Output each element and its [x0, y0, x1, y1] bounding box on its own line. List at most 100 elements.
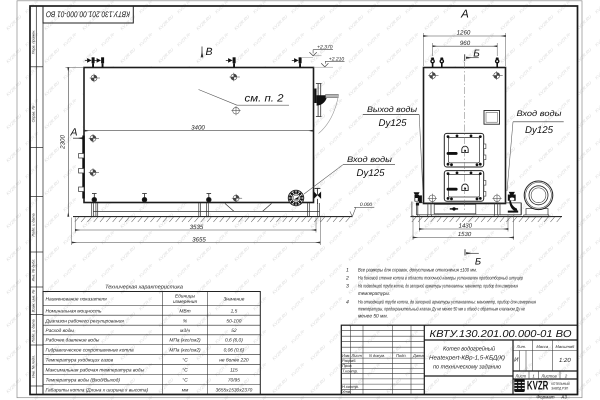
svg-text:мм: мм: [182, 389, 189, 394]
svg-text:менее 50 мм.: менее 50 мм.: [358, 313, 388, 319]
svg-text:А: А: [460, 9, 469, 21]
svg-text:1,5: 1,5: [231, 309, 238, 315]
svg-text:Подп. и дата: Подп. и дата: [32, 213, 36, 236]
svg-text:50-100: 50-100: [226, 318, 241, 324]
svg-text:3: 3: [346, 283, 349, 289]
svg-text:На подводящей трубе котла, до: На подводящей трубе котла, до запорной а…: [358, 283, 518, 289]
svg-text:Dу125: Dу125: [525, 125, 554, 136]
svg-text:Heatexpert-КВр-1,5-КБД(К): Heatexpert-КВр-1,5-КБД(К): [429, 355, 505, 362]
svg-text:3655: 3655: [192, 236, 206, 243]
svg-text:Все размеры для справок, допус: Все размеры для справок, допустимые откл…: [358, 268, 477, 274]
svg-text:KVZR: KVZR: [527, 378, 548, 392]
svg-text:°С: °С: [182, 378, 188, 384]
svg-text:1260: 1260: [457, 30, 471, 37]
svg-text:%: %: [183, 318, 188, 324]
svg-text:Взам. инв. №: Взам. инв. №: [32, 290, 36, 313]
svg-text:температуры, предохранительный: температуры, предохранительный клапан Ду…: [358, 306, 525, 312]
svg-text:Масса: Масса: [536, 344, 549, 349]
svg-text:°С: °С: [182, 358, 188, 364]
svg-text:по техническому заданию: по техническому заданию: [433, 364, 501, 371]
svg-text:1430: 1430: [459, 223, 473, 230]
svg-text:Б: Б: [475, 257, 481, 268]
svg-text:Гидравлическое сопротивление к: Гидравлическое сопротивление котла: [46, 348, 134, 354]
svg-text:МПа (кгс/см2): МПа (кгс/см2): [169, 338, 201, 344]
svg-text:В: В: [205, 46, 212, 58]
svg-text:см. п. 2: см. п. 2: [245, 92, 284, 104]
svg-text:Утв.: Утв.: [342, 389, 351, 394]
svg-text:Вход воды: Вход воды: [517, 109, 562, 118]
svg-text:Температура воды (Вход/Выход): Температура воды (Вход/Выход): [46, 378, 121, 384]
svg-text:1: 1: [532, 374, 534, 379]
svg-text:И: И: [514, 357, 519, 364]
svg-text:Техническая характеристика: Техническая характеристика: [105, 285, 183, 291]
svg-text:Подп.: Подп.: [396, 353, 407, 358]
svg-text:Масштаб: Масштаб: [556, 344, 575, 349]
svg-text:ЗАВОД РЭП: ЗАВОД РЭП: [551, 386, 568, 390]
svg-text:Dу125: Dу125: [357, 168, 386, 179]
svg-text:Рабочее давление воды: Рабочее давление воды: [46, 338, 100, 344]
svg-text:Диапазон рабочего регулировани: Диапазон рабочего регулирования: [45, 318, 125, 324]
svg-text:не более 220: не более 220: [219, 358, 249, 364]
svg-text:2: 2: [564, 374, 568, 379]
svg-text:Формат: Формат: [536, 394, 554, 399]
svg-text:0.000: 0.000: [360, 202, 373, 208]
svg-text:Лит.: Лит.: [516, 344, 526, 349]
svg-text:Дата: Дата: [412, 353, 424, 358]
svg-text:70/95: 70/95: [228, 378, 240, 384]
svg-text:измерения: измерения: [173, 300, 197, 305]
svg-text:КВТУ.130.201.00.000-01 ВО: КВТУ.130.201.00.000-01 ВО: [430, 329, 572, 340]
svg-text:1: 1: [346, 268, 349, 274]
svg-text:Справ. №: Справ. №: [32, 106, 36, 123]
svg-text:КОТЕЛЬНЫЙ: КОТЕЛЬНЫЙ: [551, 381, 570, 386]
svg-text:Перв. примен.: Перв. примен.: [32, 30, 36, 55]
svg-text:3655х1530х2370: 3655х1530х2370: [215, 388, 252, 394]
svg-text:3535: 3535: [190, 224, 204, 231]
svg-text:Температура уходящих газов: Температура уходящих газов: [46, 358, 114, 364]
svg-text:0,06 (0,6): 0,06 (0,6): [224, 348, 245, 354]
svg-text:Б: Б: [473, 49, 480, 60]
svg-text:3400: 3400: [191, 124, 205, 131]
svg-text:Инв. № подл.: Инв. № подл.: [32, 355, 36, 378]
svg-text:температуры.: температуры.: [358, 291, 390, 297]
svg-text:А3: А3: [560, 394, 567, 399]
svg-text:1530: 1530: [458, 231, 472, 238]
svg-text:Н.контр.: Н.контр.: [342, 384, 359, 389]
svg-text:На отводящей трубе котла, до з: На отводящей трубе котла, до запорной ар…: [358, 299, 536, 305]
svg-text:Единицы: Единицы: [175, 294, 196, 300]
svg-text:+2.210: +2.210: [329, 56, 345, 62]
svg-text:2: 2: [345, 276, 349, 282]
svg-text:Листов: Листов: [540, 374, 557, 379]
svg-text:Максимальная рабочая температу: Максимальная рабочая температура воды: [46, 368, 145, 374]
svg-text:Лист: Лист: [514, 374, 526, 379]
svg-text:4: 4: [346, 299, 349, 305]
svg-text:Пров.: Пров.: [342, 363, 353, 368]
svg-text:Значение: Значение: [223, 297, 244, 303]
svg-text:Вход воды: Вход воды: [347, 155, 392, 164]
svg-text:м3/ч: м3/ч: [180, 328, 190, 334]
svg-text:2300: 2300: [60, 135, 67, 150]
svg-text:Наименование показателя: Наименование показателя: [46, 297, 108, 303]
svg-text:Котел водогрейный: Котел водогрейный: [443, 346, 496, 353]
svg-text:52: 52: [231, 328, 237, 334]
svg-text:Инв. № дубл.: Инв. № дубл.: [32, 259, 36, 282]
svg-text:Выход воды: Выход воды: [367, 105, 417, 114]
svg-text:КВТУ.130.201.00.000-01 ВО: КВТУ.130.201.00.000-01 ВО: [45, 10, 130, 19]
svg-text:На боковой стенке котла в обла: На боковой стенке котла в области топочн…: [358, 276, 523, 282]
svg-text:°С: °С: [182, 368, 188, 374]
svg-text:+2.370: +2.370: [317, 45, 333, 51]
svg-text:N докум.: N докум.: [369, 353, 385, 358]
svg-text:МПа (кгс/см2): МПа (кгс/см2): [169, 348, 201, 354]
svg-text:960: 960: [460, 40, 471, 47]
svg-text:Изм.: Изм.: [342, 353, 351, 358]
svg-text:Разраб.: Разраб.: [342, 358, 356, 363]
svg-text:Подп. и дата: Подп. и дата: [32, 319, 36, 342]
svg-text:МВт: МВт: [179, 309, 190, 315]
svg-text:Расход воды: Расход воды: [46, 328, 75, 334]
svg-text:Лист: Лист: [351, 353, 363, 358]
svg-text:Т.контр.: Т.контр.: [342, 368, 358, 373]
svg-text:А: А: [69, 127, 77, 139]
svg-text:Габариты котла (Длина х ширина: Габариты котла (Длина х ширина х высота): [46, 388, 149, 394]
svg-text:115: 115: [230, 368, 238, 374]
svg-text:0,6 (6,0): 0,6 (6,0): [225, 338, 243, 344]
svg-text:Номинальная мощность: Номинальная мощность: [46, 309, 103, 315]
